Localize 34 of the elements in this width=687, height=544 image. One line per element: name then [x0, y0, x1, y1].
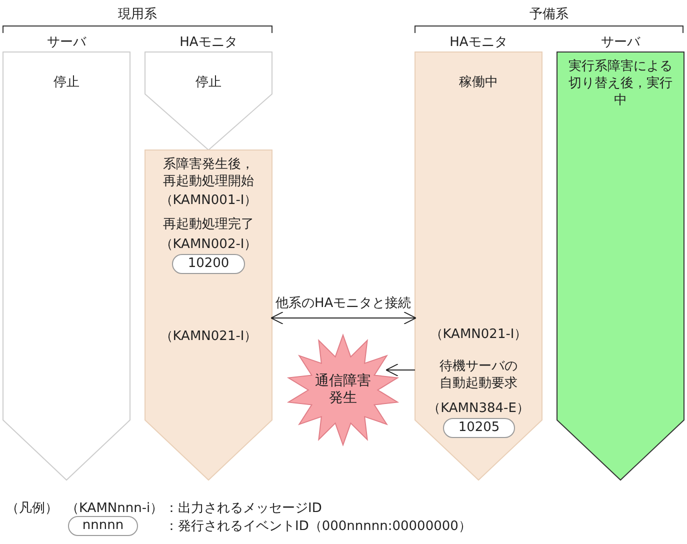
event-id-pill: 10200	[172, 254, 245, 274]
starburst-shape	[287, 335, 399, 445]
column-heading: サーバ	[46, 34, 88, 51]
message-id: （KAMN002-I）	[158, 236, 258, 253]
edge-label: 他系のHAモニタと接続	[274, 294, 414, 312]
status-text: 停止	[52, 74, 80, 91]
group-heading: 現用系	[117, 6, 158, 23]
column-heading: HAモニタ	[178, 34, 238, 51]
arrow	[270, 312, 416, 324]
legend-heading: （凡例）	[6, 500, 58, 517]
event-id-pill: 10205	[443, 418, 515, 438]
status-text: 停止	[194, 74, 222, 91]
message-id: （KAMN001-I）	[158, 192, 258, 209]
column-heading: サーバ	[600, 34, 642, 51]
message-id: （KAMN384-E）	[426, 400, 530, 417]
status-text: 稼働中	[458, 74, 499, 91]
group-heading: 予備系	[528, 6, 570, 23]
message-id: （KAMN021-I）	[428, 326, 528, 343]
timeline-lane	[557, 34, 684, 480]
message-id: （KAMNnnn-i）	[66, 500, 164, 517]
status-text: 通信障害発生	[314, 373, 372, 407]
status-text: 待機サーバの自動起動要求	[438, 358, 518, 392]
timeline-lane	[145, 150, 272, 480]
message-id: （KAMN021-I）	[158, 328, 258, 345]
timeline-lane	[3, 34, 130, 480]
legend-text: ：発行されるイベントID（000nnnnn:00000000）	[165, 518, 472, 535]
status-text: 系障害発生後，再起動処理開始	[162, 156, 255, 190]
timeline-lane	[415, 34, 542, 480]
column-heading: HAモニタ	[448, 34, 508, 51]
status-text: 実行系障害による切り替え後，実行中	[568, 58, 674, 109]
status-text: 再起動処理完了	[162, 216, 255, 233]
legend-text: ：出力されるメッセージID	[165, 500, 322, 517]
event-id-pill: nnnnn	[68, 516, 138, 536]
arrow	[386, 364, 416, 376]
